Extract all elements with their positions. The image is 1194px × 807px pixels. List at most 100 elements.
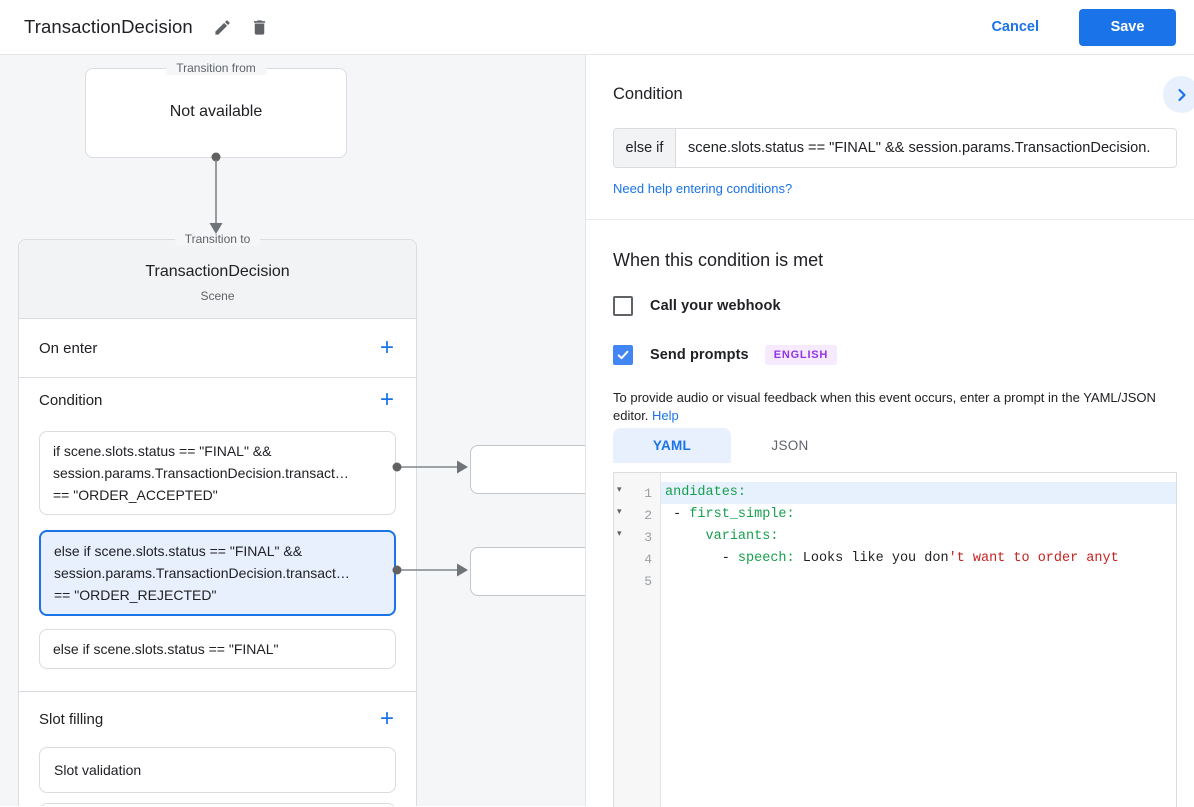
chevron-right-icon [1177,88,1186,101]
language-badge: ENGLISH [764,345,838,365]
tab-json[interactable]: JSON [771,438,809,453]
condition-help-link[interactable]: Need help entering conditions? [613,181,793,196]
title-group: TransactionDecision [24,14,283,41]
scene-type-label: Scene [200,289,235,303]
slot-filling-label: Slot filling [39,710,104,728]
save-button[interactable]: Save [1079,8,1176,46]
condition-card-rejected-selected[interactable]: else if scene.slots.status == "FINAL" &&… [39,530,396,616]
code-line: - speech: Looks like you don't want to o… [661,548,1176,570]
line-number: 4 [644,551,652,567]
editor-gutter: ▾ 1 ▾ 2 ▾ 3 4 5 [614,473,661,807]
condition-line: == "ORDER_REJECTED" [54,587,217,603]
add-icon: + [379,334,394,361]
transition-target-box[interactable] [470,445,585,494]
condition-line: session.params.TransactionDecision.trans… [54,565,350,581]
line-number: 3 [644,529,652,545]
send-prompts-label: Send prompts [650,347,749,363]
code-line: variants: [661,526,1176,548]
condition-line: if scene.slots.status == "FINAL" && [53,443,272,459]
slot-filling-section: Slot filling + Slot validation [19,692,416,806]
code-token: Looks like you don [794,551,949,566]
code-token: 't want to order anyt [948,551,1119,566]
page-title: TransactionDecision [24,16,193,37]
code-token: - [665,507,690,522]
top-bar: TransactionDecision Cancel Save [0,0,1194,55]
checkmark-icon [617,350,629,360]
code-line [661,570,1176,592]
slot-card-label: Slot validation [54,762,142,778]
on-enter-section: On enter + [19,319,416,378]
panel-divider [586,219,1194,220]
condition-line: else if scene.slots.status == "FINAL" [53,641,279,657]
prompts-description-text: To provide audio or visual feedback when… [613,390,1156,423]
code-line: - first_simple: [661,504,1176,526]
editor-format-tabs: YAML JSON [613,428,849,463]
condition-line: else if scene.slots.status == "FINAL" && [54,543,303,559]
edit-title-button[interactable] [209,14,236,41]
code-line-active: andidates: [661,482,1176,504]
condition-label: Condition [39,391,103,409]
fold-arrow-icon[interactable]: ▾ [617,529,622,539]
gutter-row: 4 [614,548,660,570]
condition-line: == "ORDER_ACCEPTED" [53,487,218,503]
header-actions: Cancel Save [985,8,1176,46]
condition-card-final[interactable]: else if scene.slots.status == "FINAL" [39,629,396,669]
transition-from-legend: Transition from [166,61,266,75]
transition-from-box: Transition from Not available [85,61,347,158]
code-token: andidates: [665,485,747,500]
gutter-row: ▾ 3 [614,526,660,548]
condition-section: Condition + if scene.slots.status == "FI… [19,378,416,692]
condition-expression-input[interactable] [676,129,1176,167]
trash-icon [253,19,265,35]
send-prompts-row: Send prompts ENGLISH [613,345,838,365]
code-token: variants: [705,529,779,544]
scene-name: TransactionDecision [145,263,290,280]
condition-editor-panel: Condition else if Need help entering con… [586,55,1194,807]
add-condition-button[interactable]: + [374,388,400,412]
collapse-panel-button[interactable] [1163,76,1194,113]
panel-title: Condition [613,85,683,103]
gutter-row: ▾ 1 [614,482,660,504]
call-webhook-label: Call your webhook [650,298,781,314]
on-enter-label: On enter [39,339,98,357]
code-token: first_simple: [689,507,795,522]
condition-section-header: Condition + [19,378,416,422]
when-condition-met-title: When this condition is met [613,250,824,270]
condition-card-accepted[interactable]: if scene.slots.status == "FINAL" && sess… [39,431,396,515]
cancel-button[interactable]: Cancel [985,18,1045,36]
delete-scene-button[interactable] [246,14,273,41]
add-icon: + [379,386,394,413]
fold-arrow-icon[interactable]: ▾ [617,485,622,495]
code-token: - [665,551,738,566]
transition-from-value: Not available [169,103,263,120]
slot-filling-section-header: Slot filling + [19,692,416,746]
slot-validation-card[interactable]: Slot validation [39,747,396,793]
fold-arrow-icon[interactable]: ▾ [617,507,622,517]
help-link[interactable]: Help [652,408,679,423]
call-webhook-row: Call your webhook [613,296,781,316]
yaml-editor[interactable]: ▾ 1 ▾ 2 ▾ 3 4 5 andidates: - first_simpl… [613,472,1177,807]
condition-prefix: else if [614,129,676,167]
code-token [665,529,706,544]
gutter-row: ▾ 2 [614,504,660,526]
condition-expression-group: else if [613,128,1177,168]
line-number: 2 [644,507,652,523]
tab-yaml[interactable]: YAML [613,428,731,463]
transition-target-box[interactable] [470,547,585,596]
pencil-icon [215,19,230,35]
editor-code-area[interactable]: andidates: - first_simple: variants: - s… [661,473,1176,807]
line-number: 5 [644,573,652,589]
scene-card-header: TransactionDecision Scene [19,240,416,319]
transition-to-card: Transition to TransactionDecision Scene … [18,232,417,806]
call-webhook-checkbox[interactable] [613,296,633,316]
transition-to-legend: Transition to [174,232,261,246]
add-slot-button[interactable]: + [374,707,400,731]
add-icon: + [379,705,394,732]
scene-flow-canvas: Transition from Not available Transition… [0,55,586,806]
line-number: 1 [644,485,652,501]
add-on-enter-button[interactable]: + [374,336,400,360]
gutter-row: 5 [614,570,660,592]
prompts-description: To provide audio or visual feedback when… [613,389,1171,425]
condition-line: session.params.TransactionDecision.trans… [53,465,349,481]
send-prompts-checkbox[interactable] [613,345,633,365]
